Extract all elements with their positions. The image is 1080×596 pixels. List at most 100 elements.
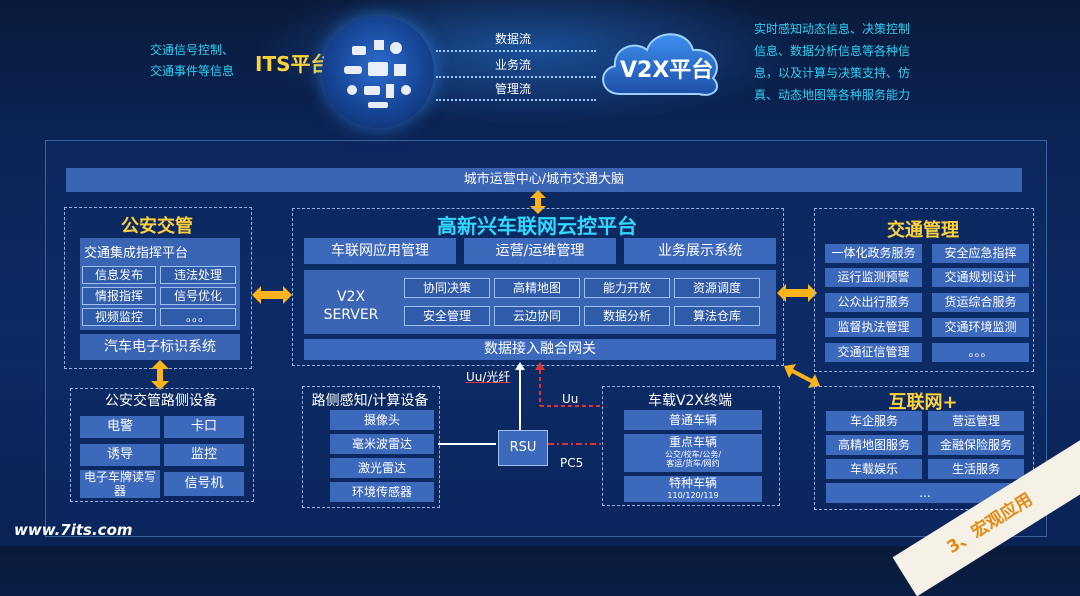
police-item: 信号优化 xyxy=(160,287,236,305)
server-label-line: SERVER xyxy=(323,307,379,323)
traffic-item: 运行监测预警 xyxy=(825,268,922,287)
its-icon-cluster xyxy=(322,16,434,128)
traffic-item: 交通规划设计 xyxy=(932,268,1029,287)
traffic-item: 公众出行服务 xyxy=(825,293,922,312)
server-capability: 云边协同 xyxy=(494,306,580,326)
police-item: 情报指挥 xyxy=(82,287,156,305)
roadside-device: 电警 xyxy=(80,416,160,438)
traffic-item: 安全应急指挥 xyxy=(932,244,1029,263)
pc5-label: PC5 xyxy=(560,456,584,470)
traffic-item: 货运综合服务 xyxy=(932,293,1029,312)
internet-block xyxy=(814,386,1034,510)
internet-item: 车载娱乐 xyxy=(826,459,922,479)
v2x-description: 实时感知动态信息、决策控制 信息、数据分析信息等各种信 息，以及计算与决策支持、… xyxy=(754,18,934,106)
traffic-item: 交通征信管理 xyxy=(825,343,922,362)
server-label-line: V2X xyxy=(336,289,366,305)
city-center-bar: 城市运营中心/城市交通大脑 xyxy=(66,168,1022,192)
link-lines xyxy=(438,362,602,445)
police-title: 公安交管 xyxy=(121,216,193,237)
transport-icons xyxy=(344,40,411,108)
traffic-title: 交通管理 xyxy=(887,220,959,241)
internet-title: 互联网+ xyxy=(888,392,958,413)
traffic-item: 。。。 xyxy=(932,343,1029,362)
v2x-title: V2X平台 xyxy=(620,58,714,83)
roadside-sense-title: 路侧感知/计算设备 xyxy=(311,393,429,409)
horizontal-double-arrow-icon xyxy=(252,286,292,304)
server-capability: 数据分析 xyxy=(584,306,670,326)
police-item: 视频监控 xyxy=(82,308,156,326)
roadside-device: 信号机 xyxy=(164,472,244,496)
internet-item: ... xyxy=(826,483,1024,503)
sensor-device: 激光雷达 xyxy=(330,458,434,478)
flow-line xyxy=(436,50,596,52)
roadside-device: 诱导 xyxy=(80,444,160,466)
traffic-item: 一体化政务服务 xyxy=(825,244,922,263)
server-capability: 安全管理 xyxy=(404,306,490,326)
roadside-device: 电子车牌读写器 xyxy=(80,470,160,498)
flow-management-label: 管理流 xyxy=(494,82,531,96)
its-title: ITS平台 xyxy=(255,52,331,76)
internet-item: 金融保险服务 xyxy=(928,435,1024,455)
server-capability: 高精地图 xyxy=(494,278,580,298)
its-desc-line: 交通信号控制、 xyxy=(150,43,235,57)
its-description: 交通信号控制、 交通事件等信息 xyxy=(150,40,234,82)
traffic-block xyxy=(814,208,1034,372)
uu-label: Uu xyxy=(562,392,579,406)
traffic-item: 监督执法管理 xyxy=(825,318,922,337)
server-capability: 算法仓库 xyxy=(674,306,760,326)
rsu-node: RSU xyxy=(498,430,548,466)
sensor-device: 毫米波雷达 xyxy=(330,434,434,454)
flow-line xyxy=(436,99,596,101)
v2x-desc-line: 息，以及计算与决策支持、仿 xyxy=(754,66,911,80)
roadside-police-title: 公安交管路侧设备 xyxy=(105,393,217,409)
sensor-device: 环境传感器 xyxy=(330,482,434,502)
vehicle-special-panel: 特种车辆 110/120/119 xyxy=(624,476,762,502)
vehicle-key: 重点车辆 xyxy=(668,435,717,449)
cloud-platform-title: 高新兴车联网云控平台 xyxy=(437,214,637,238)
vertical-double-arrow-icon xyxy=(151,360,169,390)
its-desc-line: 交通事件等信息 xyxy=(150,64,235,78)
diagonal-double-arrow-icon xyxy=(784,364,820,388)
vehicle-block xyxy=(602,386,780,506)
server-capability: 协同决策 xyxy=(404,278,490,298)
traffic-item: 交通环境监测 xyxy=(932,318,1029,337)
sensor-device: 摄像头 xyxy=(330,410,434,430)
vehicle-normal: 普通车辆 xyxy=(624,410,762,430)
data-gateway: 数据接入融合网关 xyxy=(304,339,776,360)
vehicle-key-sub: 公交/校车/公务/ xyxy=(664,450,722,459)
police-platform-title: 交通集成指挥平台 xyxy=(84,246,189,261)
uu-fiber-label: Uu/光纤 xyxy=(466,370,511,384)
vehicle-special: 特种车辆 xyxy=(668,476,717,490)
roadside-police-block xyxy=(70,388,254,502)
vehicle-title: 车载V2X终端 xyxy=(647,393,733,409)
police-item: 信息发布 xyxy=(82,266,156,284)
vehicle-key-sub: 客运/货车/网约 xyxy=(666,459,720,468)
roadside-sense-block xyxy=(302,386,440,508)
v2x-desc-line: 真、动态地图等各种服务能力 xyxy=(754,88,911,102)
platform-module: 运营/运维管理 xyxy=(464,238,616,264)
v2x-server-label: V2X SERVER xyxy=(318,288,384,324)
police-eid-system: 汽车电子标识系统 xyxy=(80,334,240,360)
police-item: 。。。 xyxy=(160,308,236,326)
roadside-device: 监控 xyxy=(164,444,244,466)
server-capability: 能力开放 xyxy=(584,278,670,298)
roadside-device: 卡口 xyxy=(164,416,244,438)
internet-item: 营运管理 xyxy=(928,411,1024,431)
platform-module: 车联网应用管理 xyxy=(304,238,456,264)
flow-data-label: 数据流 xyxy=(494,32,531,46)
v2x-desc-line: 信息、数据分析信息等各种信 xyxy=(754,44,911,58)
police-item: 违法处理 xyxy=(160,266,236,284)
server-capability: 资源调度 xyxy=(674,278,760,298)
platform-module: 业务展示系统 xyxy=(624,238,776,264)
v2x-desc-line: 实时感知动态信息、决策控制 xyxy=(754,22,911,36)
vehicle-key-panel: 重点车辆 公交/校车/公务/ 客运/货车/网约 xyxy=(624,434,762,472)
vehicle-special-sub: 110/120/119 xyxy=(667,491,719,500)
internet-item: 车企服务 xyxy=(826,411,922,431)
flow-business-label: 业务流 xyxy=(494,58,531,72)
flow-line xyxy=(436,76,596,78)
cloud-icon xyxy=(602,33,718,96)
internet-item: 生活服务 xyxy=(928,459,1024,479)
internet-item: 高精地图服务 xyxy=(826,435,922,455)
horizontal-double-arrow-icon xyxy=(777,284,817,302)
site-url: www.7its.com xyxy=(14,521,133,539)
